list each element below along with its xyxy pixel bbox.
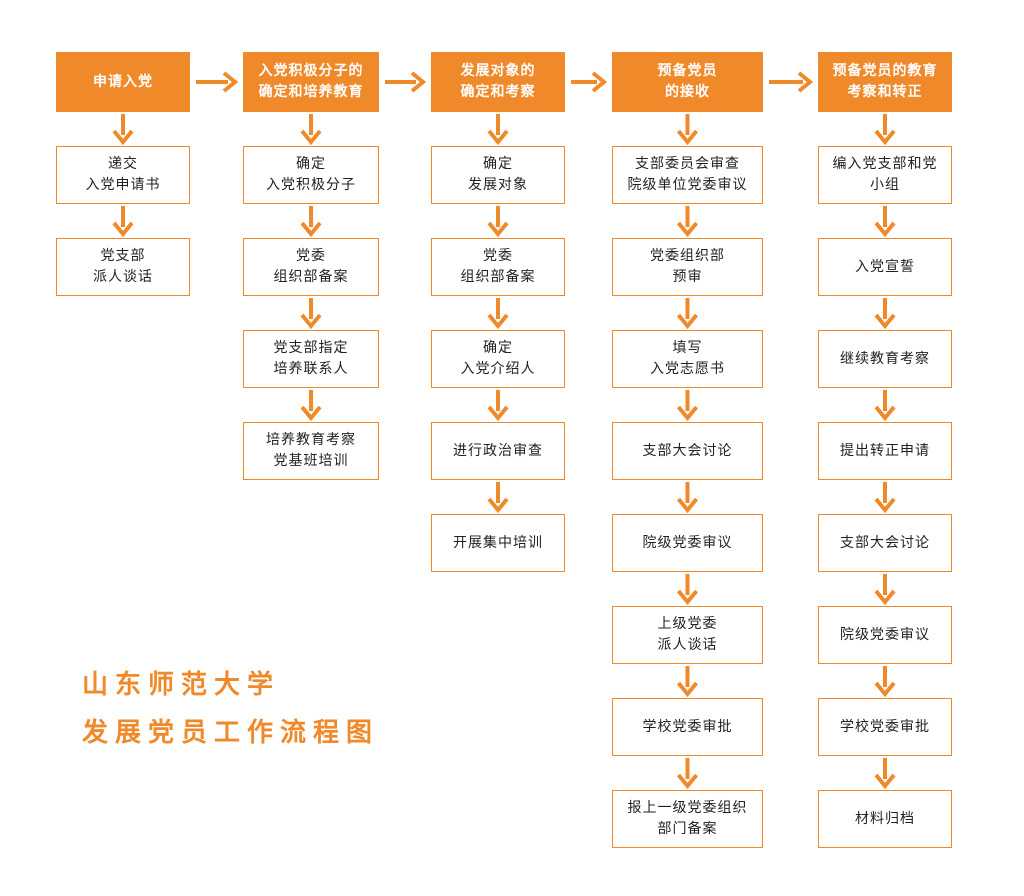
stage-header-2: 入党积极分子的 确定和培养教育 [243,52,379,112]
step-box-4-7: 学校党委审批 [612,698,763,756]
step-arrow-4-0 [676,114,699,146]
step-arrow-5-5 [874,574,896,606]
step-box-5-5: 支部大会讨论 [818,514,952,572]
step-box-5-6: 院级党委审议 [818,606,952,664]
step-arrow-2-1 [300,206,322,238]
header-arrow-1 [196,71,239,93]
step-arrow-4-5 [676,574,699,606]
stage-header-4: 预备党员 的接收 [612,52,763,112]
step-arrow-5-3 [874,390,896,422]
step-box-5-7: 学校党委审批 [818,698,952,756]
step-arrow-2-2 [300,298,322,330]
step-arrow-5-4 [874,482,896,514]
header-arrow-4 [769,71,814,93]
step-arrow-1-0 [112,114,134,146]
step-box-1-2: 党支部 派人谈话 [56,238,190,296]
step-arrow-4-4 [676,482,699,514]
step-box-3-3: 确定 入党介绍人 [431,330,565,388]
step-arrow-3-0 [487,114,509,146]
step-box-4-6: 上级党委 派人谈话 [612,606,763,664]
stage-header-3: 发展对象的 确定和考察 [431,52,565,112]
step-arrow-5-0 [874,114,896,146]
step-arrow-3-4 [487,482,509,514]
header-arrow-2 [385,71,427,93]
step-box-5-3: 继续教育考察 [818,330,952,388]
step-box-1-1: 递交 入党申请书 [56,146,190,204]
step-arrow-5-2 [874,298,896,330]
step-box-2-4: 培养教育考察 党基班培训 [243,422,379,480]
stage-header-5: 预备党员的教育 考察和转正 [818,52,952,112]
step-arrow-5-7 [874,758,896,790]
step-arrow-4-1 [676,206,699,238]
step-arrow-4-2 [676,298,699,330]
step-box-5-8: 材料归档 [818,790,952,848]
diagram-title-line-1: 山东师范大学 [82,670,281,700]
step-box-3-4: 进行政治审查 [431,422,565,480]
step-box-3-5: 开展集中培训 [431,514,565,572]
header-arrow-3 [571,71,608,93]
step-arrow-4-6 [676,666,699,698]
step-box-4-2: 党委组织部 预审 [612,238,763,296]
step-arrow-3-3 [487,390,509,422]
step-arrow-1-1 [112,206,134,238]
step-box-2-3: 党支部指定 培养联系人 [243,330,379,388]
step-box-5-2: 入党宣誓 [818,238,952,296]
step-box-4-3: 填写 入党志愿书 [612,330,763,388]
step-box-5-4: 提出转正申请 [818,422,952,480]
step-box-4-1: 支部委员会审查 院级单位党委审议 [612,146,763,204]
step-arrow-3-1 [487,206,509,238]
step-arrow-2-0 [300,114,322,146]
step-arrow-5-6 [874,666,896,698]
step-box-2-2: 党委 组织部备案 [243,238,379,296]
step-box-3-2: 党委 组织部备案 [431,238,565,296]
step-box-3-1: 确定 发展对象 [431,146,565,204]
step-arrow-4-3 [676,390,699,422]
diagram-title-line-2: 发展党员工作流程图 [82,718,380,748]
step-arrow-3-2 [487,298,509,330]
step-arrow-4-7 [676,758,699,790]
step-arrow-2-3 [300,390,322,422]
stage-header-1: 申请入党 [56,52,190,112]
step-box-5-1: 编入党支部和党 小组 [818,146,952,204]
step-box-4-4: 支部大会讨论 [612,422,763,480]
step-box-4-5: 院级党委审议 [612,514,763,572]
step-box-2-1: 确定 入党积极分子 [243,146,379,204]
step-arrow-5-1 [874,206,896,238]
step-box-4-8: 报上一级党委组织 部门备案 [612,790,763,848]
